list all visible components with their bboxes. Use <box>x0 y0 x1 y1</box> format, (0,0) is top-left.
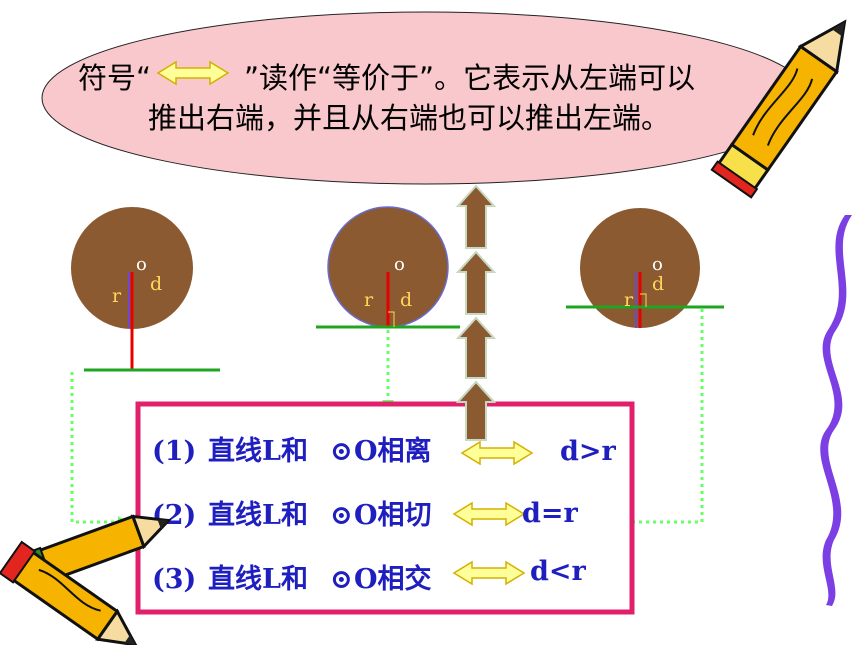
relation-text-3: 直线L和 <box>208 564 308 595</box>
center-label-o-3: o <box>652 254 663 275</box>
relation-text-2: 直线L和 <box>208 500 308 531</box>
relation-after-1: O相离 <box>354 435 432 467</box>
callout-ellipse <box>41 11 811 185</box>
dotted-connectors <box>70 309 704 524</box>
up-arrow-3 <box>455 316 497 379</box>
relation-condition-3: d<r <box>530 556 587 587</box>
equivalence-arrow-icon-1 <box>460 440 534 466</box>
equivalence-arrow-icon-3 <box>452 560 526 586</box>
up-arrow-2 <box>455 250 497 315</box>
right-angle-mark-intersect <box>640 293 647 307</box>
relation-number-3: (3) <box>152 564 196 595</box>
radius-label-r-2: r <box>364 289 374 311</box>
circle-separate-figure: o r d <box>71 207 220 372</box>
equivalence-arrow-icon-2 <box>452 501 526 527</box>
pencil-icon-bottom-left-2 <box>0 540 139 645</box>
relation-after-2: O相切 <box>354 500 432 531</box>
callout-line1-prefix: 符号“ <box>78 61 151 95</box>
purple-ribbon-decoration <box>820 215 852 606</box>
circle-symbol-1: ⊙ <box>330 436 353 467</box>
relations-box <box>135 401 635 615</box>
circle-separate <box>71 207 193 329</box>
radius-label-r-3: r <box>624 289 634 311</box>
relation-condition-1: d>r <box>560 436 617 467</box>
center-label-o-2: o <box>394 254 405 275</box>
circle-symbol-3: ⊙ <box>330 564 353 595</box>
relation-row-intersect: (3) 直线L和 ⊙ O相交 d<r <box>152 556 587 595</box>
circle-intersect <box>580 208 700 328</box>
double-arrow-icon <box>156 60 230 86</box>
relation-after-3: O相交 <box>354 563 432 595</box>
relation-condition-2: d=r <box>522 498 579 529</box>
relation-number-1: (1) <box>152 436 196 467</box>
pencil-icon-top-right <box>710 19 847 199</box>
callout-line2: 推出右端，并且从右端也可以推出左端。 <box>148 101 670 135</box>
callout-line1-suffix: ”读作“等价于”。它表示从左端可以 <box>244 61 695 95</box>
up-arrow-1 <box>455 184 497 249</box>
up-arrow-4-overlay <box>455 380 497 441</box>
center-label-o-1: o <box>136 254 147 275</box>
distance-label-d-3: d <box>652 273 664 295</box>
connector-left <box>70 372 118 524</box>
circle-intersect-figure: o r d <box>566 208 724 328</box>
distance-label-d-1: d <box>150 273 162 295</box>
relation-row-separate: (1) 直线L和 ⊙ O相离 d>r <box>152 435 617 467</box>
relation-text-1: 直线L和 <box>208 436 308 467</box>
right-angle-mark-tangent <box>388 311 395 327</box>
circle-tangent-figure: o r d <box>316 206 460 329</box>
relation-row-tangent: (2) 直线L和 ⊙ O相切 d=r <box>152 498 579 531</box>
circle-symbol-2: ⊙ <box>330 500 353 531</box>
connector-right <box>622 309 704 524</box>
distance-label-d-2: d <box>400 289 412 311</box>
radius-label-r-1: r <box>112 285 122 307</box>
